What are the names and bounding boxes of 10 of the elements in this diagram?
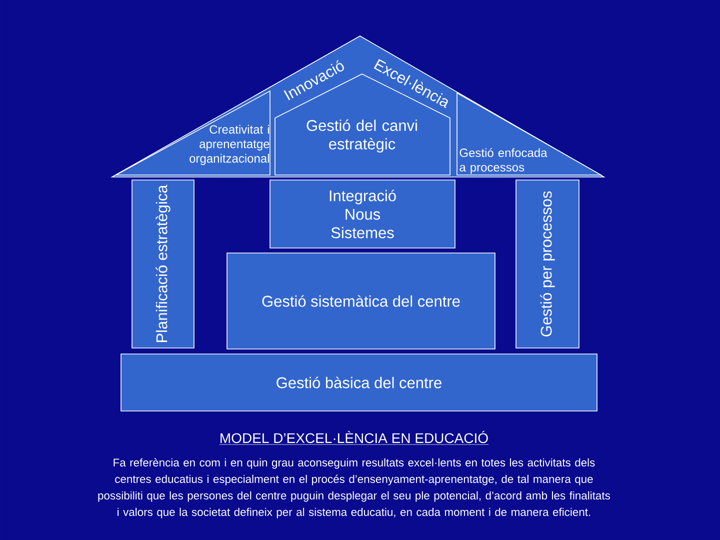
process-box: Gestió sistemàtica del centre [226, 252, 496, 350]
pillar-box: Planificació estratègica [132, 180, 194, 348]
pillar-box: Gestió per processos [516, 180, 580, 348]
box-label: Gestió enfocada a processos [460, 148, 548, 174]
title: MODEL D’EXCEL·LÈNCIA EN EDUCACIÓ [219, 430, 489, 445]
foundation-box: Gestió bàsica del centre [120, 354, 598, 412]
caption: Fa referència en com i en quin grau aconseguim resultats excel·lents en totes les activitats dels centres educatius i especialment en el procés d’ensenyament-aprenentatge, de tal manera que possibiliti que les persones del centre puguin desplegar el seu ple potencial, d’acord amb les finalitats i valors que la societat defineix per al sistema educatiu, en cada moment i de manera eficient. [98, 458, 610, 518]
process-box: Integració Nous Sistemes [270, 180, 456, 248]
box-label: Gestió del canvi estratègic [306, 119, 417, 153]
box-label: Creativitat i aprenentatge organitzacional [190, 124, 270, 166]
